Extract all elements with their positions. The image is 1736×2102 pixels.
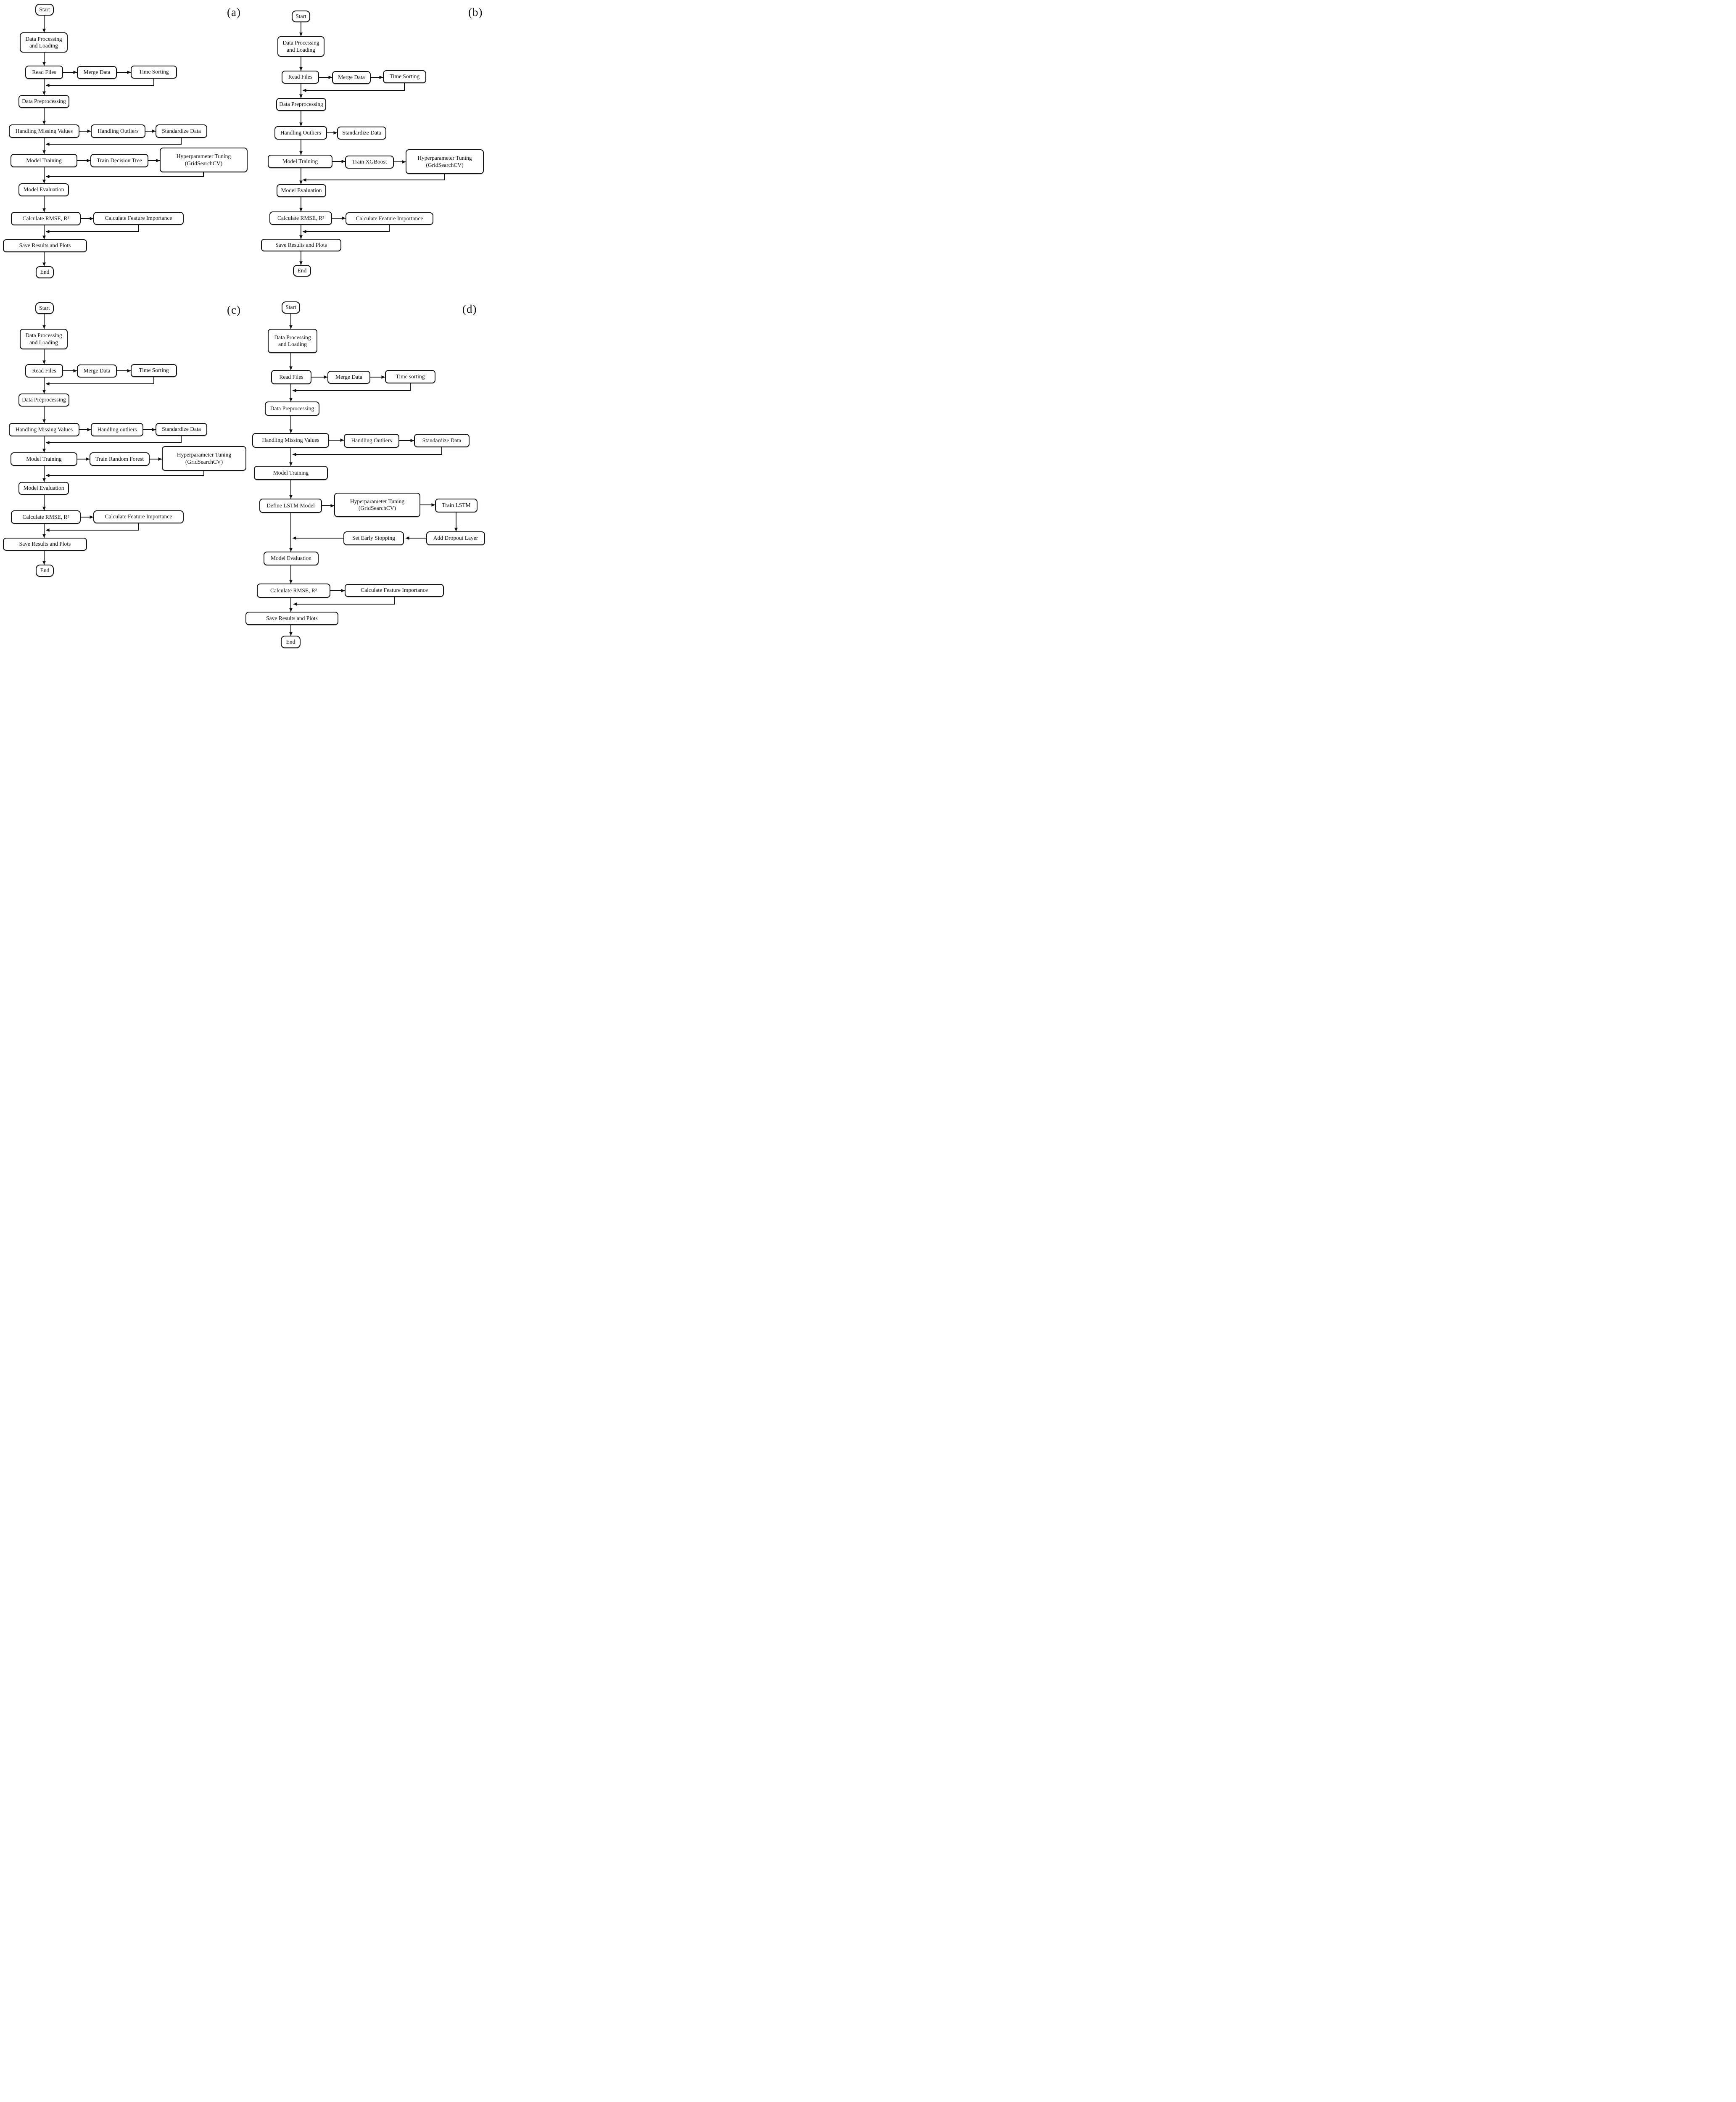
flow-node-d-calculate-feature-importance: Calculate Feature Importance xyxy=(345,584,444,597)
flow-node-b-end: End xyxy=(293,265,311,277)
flow-node-b-start: Start xyxy=(292,11,310,22)
flow-node-b-calculate-rmse-r2: Calculate RMSE, R² xyxy=(269,211,332,225)
flow-node-c-data-processing-loading: Data Processing and Loading xyxy=(20,329,68,349)
flow-node-b-time-sorting: Time Sorting xyxy=(383,70,426,83)
flow-node-d-read-files: Read Files xyxy=(271,370,311,384)
flow-node-d-start: Start xyxy=(282,301,300,314)
flow-node-b-model-evaluation: Model Evaluation xyxy=(277,184,326,197)
flow-node-a-data-preprocessing: Data Preprocessing xyxy=(18,95,69,108)
flow-node-a-standardize-data: Standardize Data xyxy=(156,124,207,138)
flow-node-c-calculate-feature-importance: Calculate Feature Importance xyxy=(93,510,184,523)
flow-node-c-handling-missing-values: Handling Missing Values xyxy=(9,423,79,436)
flow-node-d-merge-data: Merge Data xyxy=(327,371,370,384)
flow-node-c-handling-outliers: Handling outliers xyxy=(91,423,143,436)
flow-node-c-train-random-forest: Train Random Forest xyxy=(90,452,150,466)
panel-label-b: (b) xyxy=(468,6,483,18)
flow-node-a-end: End xyxy=(36,266,54,278)
flow-node-d-data-processing-loading: Data Processing and Loading xyxy=(268,329,317,353)
flow-node-b-standardize-data: Standardize Data xyxy=(337,127,386,140)
flow-node-c-hyperparameter-tuning: Hyperparameter Tuning (GridSearchCV) xyxy=(162,446,246,471)
flow-node-b-data-processing-loading: Data Processing and Loading xyxy=(277,36,325,57)
flow-node-b-handling-outliers: Handling Outliers xyxy=(274,126,327,140)
flow-node-c-model-evaluation: Model Evaluation xyxy=(18,482,69,495)
flow-node-d-data-preprocessing: Data Preprocessing xyxy=(265,401,319,416)
flow-node-d-add-dropout-layer: Add Dropout Layer xyxy=(426,531,485,545)
flow-node-a-handling-missing-values: Handling Missing Values xyxy=(9,124,79,138)
flow-node-a-data-processing-loading: Data Processing and Loading xyxy=(20,32,68,53)
flow-node-a-hyperparameter-tuning: Hyperparameter Tuning (GridSearchCV) xyxy=(160,148,248,172)
flow-node-a-calculate-rmse-r2: Calculate RMSE, R² xyxy=(11,212,81,225)
flow-node-d-define-lstm-model: Define LSTM Model xyxy=(259,499,322,513)
flow-node-d-handling-outliers: Handling Outliers xyxy=(344,434,399,448)
flow-node-d-handling-missing-values: Handling Missing Values xyxy=(252,433,329,448)
flow-node-b-merge-data: Merge Data xyxy=(332,71,371,84)
panel-label-a: (a) xyxy=(227,6,241,18)
flow-node-a-model-evaluation: Model Evaluation xyxy=(18,183,69,196)
flow-node-b-data-preprocessing: Data Preprocessing xyxy=(276,98,326,111)
flow-node-d-end: End xyxy=(281,636,301,648)
flow-node-b-train-xgboost: Train XGBoost xyxy=(345,156,394,169)
flow-node-b-calculate-feature-importance: Calculate Feature Importance xyxy=(346,212,433,225)
flow-node-c-end: End xyxy=(36,565,54,577)
flow-node-b-model-training: Model Training xyxy=(268,155,332,168)
flow-node-c-standardize-data: Standardize Data xyxy=(156,423,207,436)
flow-node-d-train-lstm: Train LSTM xyxy=(435,499,478,512)
flow-node-c-time-sorting: Time Sorting xyxy=(131,364,177,377)
flow-node-a-train-decision-tree: Train Decision Tree xyxy=(90,154,148,167)
flow-node-c-save-results-plots: Save Results and Plots xyxy=(3,538,87,551)
flow-arrows xyxy=(42,16,458,636)
flow-node-a-read-files: Read Files xyxy=(25,66,63,79)
flow-node-d-standardize-data: Standardize Data xyxy=(414,434,470,447)
flow-node-c-start: Start xyxy=(35,302,54,314)
flow-node-d-hyperparameter-tuning: Hyperparameter Tuning (GridSearchCV) xyxy=(334,493,420,517)
flow-node-d-calculate-rmse-r2: Calculate RMSE, R² xyxy=(257,584,330,598)
flow-node-a-merge-data: Merge Data xyxy=(77,66,117,79)
flow-node-b-hyperparameter-tuning: Hyperparameter Tuning (GridSearchCV) xyxy=(406,149,484,174)
flow-node-d-set-early-stopping: Set Early Stopping xyxy=(343,531,404,545)
flow-node-a-start: Start xyxy=(35,4,54,16)
flow-node-b-read-files: Read Files xyxy=(282,71,319,84)
panel-label-d: (d) xyxy=(462,303,477,315)
flow-node-a-save-results-plots: Save Results and Plots xyxy=(3,239,87,252)
flow-node-c-data-preprocessing: Data Preprocessing xyxy=(18,393,69,407)
flow-node-a-handling-outliers: Handling Outliers xyxy=(91,124,145,138)
flow-node-c-calculate-rmse-r2: Calculate RMSE, R² xyxy=(11,510,81,524)
flowchart-figure: (a) Start Data Processing and Loading Re… xyxy=(0,0,485,650)
panel-label-c: (c) xyxy=(227,304,241,316)
flow-node-d-model-evaluation: Model Evaluation xyxy=(264,552,319,565)
flow-node-c-model-training: Model Training xyxy=(11,452,77,466)
flow-node-a-time-sorting: Time Sorting xyxy=(131,66,177,79)
flow-node-c-merge-data: Merge Data xyxy=(77,364,117,378)
flow-node-b-save-results-plots: Save Results and Plots xyxy=(261,239,341,251)
flow-node-d-time-sorting: Time sorting xyxy=(385,370,435,383)
flow-node-d-model-training: Model Training xyxy=(254,466,328,480)
flow-node-a-calculate-feature-importance: Calculate Feature Importance xyxy=(93,212,184,225)
flow-node-c-read-files: Read Files xyxy=(25,364,63,378)
flow-node-d-save-results-plots: Save Results and Plots xyxy=(245,612,338,625)
flow-node-a-model-training: Model Training xyxy=(11,154,77,167)
